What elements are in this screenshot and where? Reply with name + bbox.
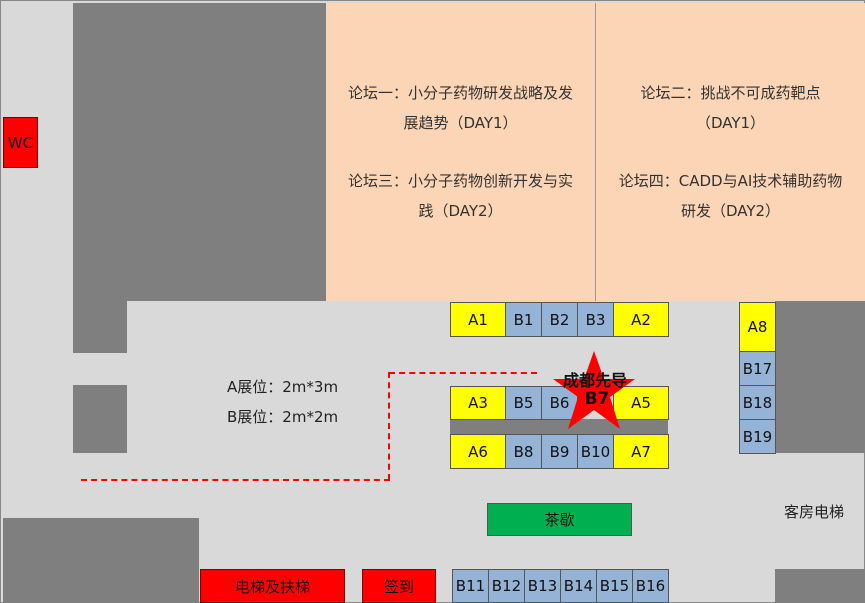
forum-2-label: 论坛二：挑战不可成药靶点（DAY1） <box>640 84 821 132</box>
structure-block-bottom-right <box>775 569 865 603</box>
elevator-escalator: 电梯及扶梯 <box>200 569 345 603</box>
wc-restroom: WC <box>3 117 38 168</box>
forum-room-right: 论坛二：挑战不可成药靶点（DAY1） 论坛四：CADD与AI技术辅助药物研发（D… <box>596 3 865 301</box>
structure-block-main <box>73 3 326 301</box>
booth-b18[interactable]: B18 <box>739 385 776 420</box>
booth-b8[interactable]: B8 <box>505 434 542 469</box>
booth-b16[interactable]: B16 <box>632 569 669 603</box>
booth-b3[interactable]: B3 <box>577 302 614 337</box>
booth-a3[interactable]: A3 <box>450 386 506 420</box>
highlight-star-icon[interactable] <box>549 349 639 433</box>
booth-b2[interactable]: B2 <box>541 302 578 337</box>
forum-1-label: 论坛一：小分子药物研发战略及发展趋势（DAY1） <box>347 84 573 132</box>
structure-block-bottom-left <box>3 518 199 603</box>
booth-b1[interactable]: B1 <box>505 302 542 337</box>
route-path-horizontal-bottom <box>81 479 390 481</box>
booth-a7[interactable]: A7 <box>613 434 669 469</box>
booth-a8[interactable]: A8 <box>739 302 776 352</box>
booth-a1[interactable]: A1 <box>450 302 506 337</box>
booth-b15[interactable]: B15 <box>596 569 633 603</box>
structure-block-right <box>775 301 865 453</box>
booth-a-size-note: A展位：2m*3m <box>227 378 339 396</box>
booth-b10[interactable]: B10 <box>577 434 614 469</box>
booth-b11[interactable]: B11 <box>452 569 489 603</box>
booth-b14[interactable]: B14 <box>560 569 597 603</box>
tea-break-area: 茶歇 <box>487 503 632 536</box>
booth-b13[interactable]: B13 <box>524 569 561 603</box>
pillar-upper-left <box>73 301 127 353</box>
highlight-company-label: 成都先导 <box>562 371 627 390</box>
pillar-lower-left <box>73 385 127 453</box>
route-path-horizontal-top <box>389 372 537 374</box>
booth-a5[interactable]: A5 <box>613 386 669 420</box>
booth-b5[interactable]: B5 <box>505 386 542 420</box>
booth-a2[interactable]: A2 <box>613 302 669 337</box>
route-path-vertical <box>388 372 390 480</box>
booth-b9[interactable]: B9 <box>541 434 578 469</box>
guest-elevator-label: 客房电梯 <box>784 503 845 521</box>
highlight-booth-b7[interactable]: B7 <box>584 389 610 409</box>
forum-4-label: 论坛四：CADD与AI技术辅助药物研发（DAY2） <box>618 172 843 220</box>
booth-b17[interactable]: B17 <box>739 351 776 386</box>
forum-3-label: 论坛三：小分子药物创新开发与实践（DAY2） <box>347 172 573 220</box>
check-in-desk: 签到 <box>362 569 436 603</box>
booth-b12[interactable]: B12 <box>488 569 525 603</box>
booth-b-size-note: B展位：2m*2m <box>227 408 339 426</box>
forum-room-left: 论坛一：小分子药物研发战略及发展趋势（DAY1） 论坛三：小分子药物创新开发与实… <box>326 3 596 301</box>
booth-b19[interactable]: B19 <box>739 419 776 454</box>
booth-a6[interactable]: A6 <box>450 434 506 469</box>
